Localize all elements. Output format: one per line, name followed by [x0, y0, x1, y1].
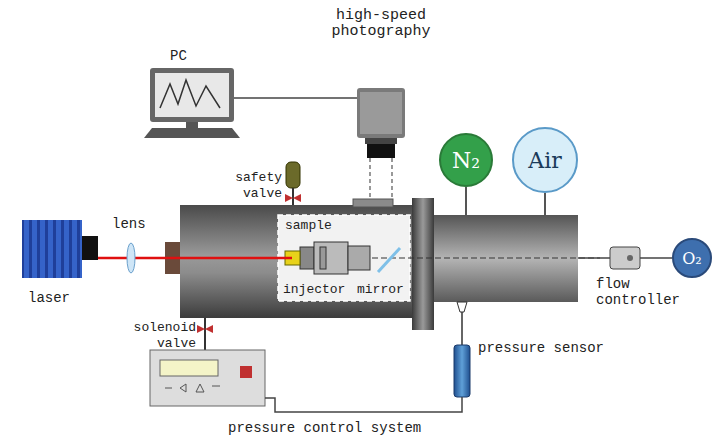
valve-label: solenoid valve [92, 320, 196, 352]
sample-label: sample [284, 218, 333, 234]
flow-controller-knob [627, 255, 633, 261]
camera-label: high-speed photography [318, 8, 444, 40]
flow-controller [610, 247, 640, 269]
laser [22, 220, 98, 278]
inner-view [278, 215, 410, 301]
gas-label: N₂ [452, 148, 480, 173]
pc-label: PC [170, 48, 187, 64]
top-window [353, 199, 393, 207]
air-cylinder: Air [512, 127, 578, 193]
sensor-port [457, 302, 467, 312]
lens [127, 243, 135, 273]
injector [300, 242, 370, 274]
gas-label: Air [528, 148, 561, 173]
pc-monitor [144, 68, 240, 138]
controller-label: flow controller [596, 276, 692, 308]
nitrogen-cylinder: N₂ [439, 133, 493, 187]
signal-wire [265, 397, 462, 412]
laser-label: laser [28, 290, 70, 306]
mirror-label: mirror [356, 282, 405, 298]
flange [412, 198, 434, 330]
gas-line [465, 187, 467, 215]
system-label: pressure control system [228, 420, 421, 436]
pressure-sensor [454, 345, 470, 397]
pressure-control-box [150, 350, 265, 406]
gas-line [544, 193, 546, 215]
solenoid-valve [197, 318, 213, 350]
gas-line [640, 257, 672, 259]
oxygen-cylinder: O₂ [672, 238, 712, 278]
mirror [378, 248, 400, 272]
valve-label: safety valve [196, 170, 282, 202]
combustion-chamber [180, 205, 412, 318]
gas-label: O₂ [682, 249, 702, 268]
lens-label: lens [112, 216, 146, 232]
gas-line [578, 257, 610, 259]
high-speed-camera [357, 88, 405, 158]
safety-valve [285, 162, 301, 205]
injector-label: injector [282, 282, 346, 298]
data-cable [234, 97, 358, 99]
sensor-label: pressure sensor [478, 340, 604, 356]
